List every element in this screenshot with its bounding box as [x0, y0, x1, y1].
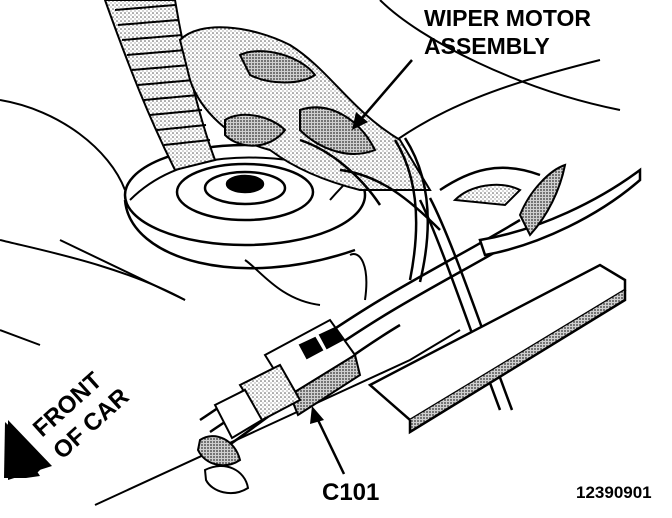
figure-number: 12390901: [576, 483, 652, 502]
cowl-vent: [452, 163, 567, 237]
strut-tower: [123, 143, 367, 270]
connector-c101-label: C101: [322, 479, 379, 506]
wiper-motor-label-line2: ASSEMBLY: [424, 33, 550, 59]
wiper-motor-label-line1: WIPER MOTOR: [424, 5, 591, 31]
c101-leader-line: [310, 406, 346, 475]
front-of-car-arrow: [4, 420, 52, 480]
wiper-leader-line: [352, 59, 413, 130]
wiper-motor-assembly: [178, 26, 432, 191]
corrugated-hose: [103, 0, 217, 172]
c101-connector: [196, 318, 362, 495]
